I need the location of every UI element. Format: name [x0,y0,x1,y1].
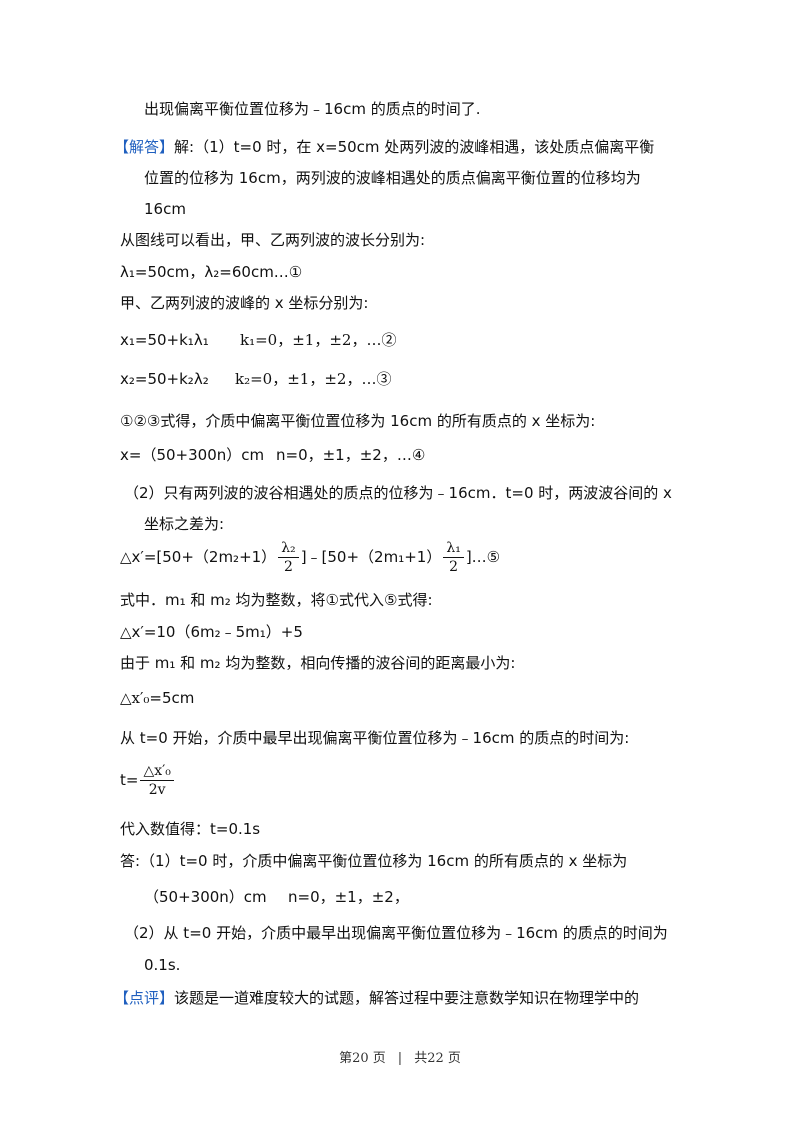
text-line: 答:（1）t=0 时，介质中偏离平衡位置位移为 16cm 的所有质点的 x 坐标… [120,852,628,870]
text-line: 【解答】解:（1）t=0 时，在 x=50cm 处两列波的波峰相遇，该处质点偏离… [114,137,654,157]
text-line: 从 t=0 开始，介质中最早出现偏离平衡位置位移为﹣16cm 的质点的时间为: [120,729,630,747]
text-line: （2）只有两列波的波谷相遇处的质点的位移为﹣16cm．t=0 时，两波波谷间的 … [124,484,672,502]
answer-tag: 【解答】 [114,138,175,156]
equation-line: k₁=0，±1，±2，…② [240,331,397,349]
text-line: 式中．m₁ 和 m₂ 均为整数，将①式代入⑤式得: [120,591,433,609]
fraction-numerator: λ₂ [281,540,296,556]
fraction-denominator: 2v [140,780,174,799]
fraction-numerator: △x′₀ [143,763,171,779]
text-line: 从图线可以看出，甲、乙两列波的波长分别为: [120,231,426,249]
text-line: 坐标之差为: [144,515,225,533]
text-span: 该题是一道难度较大的试题，解答过程中要注意数学知识在物理学中的 [174,989,640,1007]
equation-line: k₂=0，±1，±2，…③ [235,370,392,388]
fraction-numerator: λ₁ [446,540,461,556]
equation-line: x₂=50+k₂λ₂ [120,370,209,388]
text-line: 出现偏离平衡位置位移为﹣16cm 的质点的时间了. [144,100,481,118]
equation-line: n=0，±1，±2， [288,888,409,906]
text-span: ]…⑤ [465,548,501,566]
equation-line: n=0，±1，±2，…④ [276,446,426,464]
text-line: ①②③式得，介质中偏离平衡位置位移为 16cm 的所有质点的 x 坐标为: [120,412,596,430]
text-span: ]﹣[50+（2m₁+1） [300,548,442,566]
text-span: △x′₀ [120,689,150,707]
fraction-denominator: 2 [278,557,299,576]
text-line: 代入数值得：t=0.1s [120,820,261,838]
text-line: 0.1s. [144,956,181,974]
text-span: 解:（1）t=0 时，在 x=50cm 处两列波的波峰相遇，该处质点偏离平衡 [174,138,655,156]
equation-line: △x′=10（6m₂﹣5m₁）+5 [120,623,303,641]
text-span: t= [120,771,139,789]
equation-line: x=（50+300n）cm [120,446,265,464]
page-number: 第20 页 [339,1051,386,1066]
page-total: 共22 页 [414,1051,461,1066]
text-line: （2）从 t=0 开始，介质中最早出现偏离平衡位置位移为﹣16cm 的质点的时间… [124,924,668,942]
fraction-denominator: 2 [443,557,464,576]
text-line: 16cm [144,200,186,218]
text-line: 由于 m₁ 和 m₂ 均为整数，相向传播的波谷间的距离最小为: [120,654,516,672]
page-footer: 第20 页 | 共22 页 [0,1047,800,1066]
text-line: 位置的位移为 16cm，两列波的波峰相遇处的质点偏离平衡位置的位移均为 [144,169,641,187]
text-span: =5cm [149,689,195,707]
review-tag: 【点评】 [114,989,175,1007]
text-span: △x′=[50+（2m₂+1） [120,548,277,566]
equation-line: λ₁=50cm，λ₂=60cm…① [120,263,303,281]
text-line: 甲、乙两列波的波峰的 x 坐标分别为: [120,294,369,312]
equation-line: △x′₀=5cm [120,688,194,708]
equation-line: （50+300n）cm [144,888,267,906]
footer-separator: | [397,1051,403,1066]
text-line: 【点评】该题是一道难度较大的试题，解答过程中要注意数学知识在物理学中的 [114,988,639,1008]
equation-line: x₁=50+k₁λ₁ [120,331,209,349]
